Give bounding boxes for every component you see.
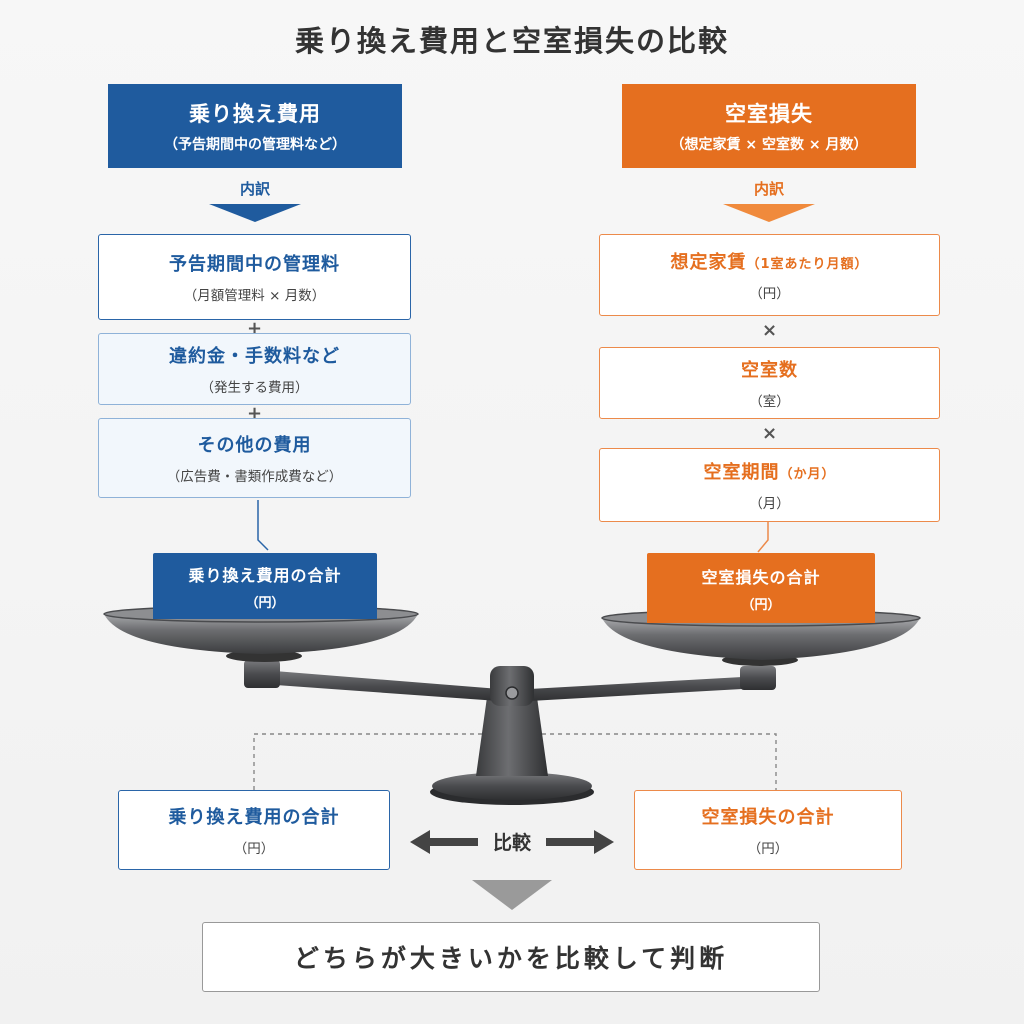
right-header-box: 空室損失 （想定家賃 × 空室数 × 月数）: [622, 84, 916, 168]
right-pan: [602, 618, 920, 660]
left-item-1-detail: （月額管理料 × 月数）: [183, 288, 326, 304]
right-item-2-unit: （室）: [749, 394, 790, 410]
left-pan: [104, 614, 418, 654]
right-down-arrow-icon: [723, 204, 815, 222]
right-item-box-3: 空室期間（か月） （月）: [599, 448, 940, 522]
arrow-right-icon: [546, 830, 614, 854]
right-times-operator-1: ×: [761, 320, 778, 341]
right-item-3-note: （か月）: [779, 467, 836, 482]
right-total-unit: （円）: [741, 597, 781, 613]
right-times-operator-2: ×: [761, 423, 778, 444]
scale-beam: [262, 670, 760, 702]
diagram-title: 乗り換え費用と空室損失の比較: [294, 24, 729, 58]
left-item-1-title: 予告期間中の管理料: [169, 254, 340, 275]
right-item-1-note: （1室あたり月額）: [746, 257, 869, 272]
compare-label: 比較: [492, 832, 531, 854]
left-item-box-3: その他の費用 （広告費・書類作成費など）: [98, 418, 411, 498]
left-item-2-detail: （発生する費用）: [200, 380, 309, 396]
right-breakdown-label: 内訳: [753, 180, 784, 198]
left-total-unit: （円）: [245, 595, 285, 611]
verdict-box: どちらが大きいかを比較して判断: [202, 922, 820, 992]
compare-left-box: 乗り換え費用の合計 （円）: [118, 790, 390, 870]
right-header-subtitle: （想定家賃 × 空室数 × 月数）: [670, 137, 868, 153]
left-header-box: 乗り換え費用 （予告期間中の管理料など）: [108, 84, 402, 168]
compare-right-box: 空室損失の合計 （円）: [634, 790, 902, 870]
left-item-3-title: その他の費用: [197, 435, 312, 456]
right-total-block: 空室損失の合計 （円）: [647, 553, 875, 623]
left-header-subtitle: （予告期間中の管理料など）: [164, 137, 346, 153]
scale-post: [476, 690, 548, 776]
right-item-box-2: 空室数 （室）: [599, 347, 940, 419]
left-item-3-detail: （広告費・書類作成費など）: [166, 469, 343, 485]
left-total-block: 乗り換え費用の合計 （円）: [153, 553, 377, 619]
left-connector-line: [257, 500, 269, 551]
compare-left-unit: （円）: [233, 841, 275, 857]
right-item-box-1: 想定家賃（1室あたり月額） （円）: [599, 234, 940, 316]
right-item-3-title-row: 空室期間（か月）: [703, 458, 835, 484]
down-arrow-icon: [472, 880, 552, 910]
left-item-2-title: 違約金・手数料など: [169, 346, 340, 367]
right-item-2-title: 空室数: [741, 360, 798, 381]
scale-base: [432, 772, 592, 800]
right-connector-line: [757, 522, 769, 553]
right-item-3-unit: （月）: [749, 496, 790, 512]
left-header-title: 乗り換え費用: [189, 102, 321, 126]
scale-pivot: [490, 666, 534, 706]
right-item-1-unit: （円）: [749, 286, 790, 302]
compare-right-title: 空室損失の合計: [701, 807, 835, 828]
right-total-title: 空室損失の合計: [701, 567, 821, 587]
left-item-box-2: 違約金・手数料など （発生する費用）: [98, 333, 411, 405]
compare-right-unit: （円）: [747, 841, 789, 857]
left-total-title: 乗り換え費用の合計: [188, 565, 342, 585]
left-item-box-1: 予告期間中の管理料 （月額管理料 × 月数）: [98, 234, 411, 320]
compare-left-title: 乗り換え費用の合計: [168, 807, 340, 828]
dashed-bracket: [253, 733, 777, 790]
right-hanger: [740, 666, 776, 690]
right-item-1-title: 想定家賃: [670, 252, 747, 273]
pivot-pin-icon: [505, 686, 519, 700]
right-header-title: 空室損失: [725, 102, 813, 126]
left-hanger: [244, 660, 280, 688]
right-item-1-title-row: 想定家賃（1室あたり月額）: [670, 248, 868, 274]
left-breakdown-label: 内訳: [239, 180, 270, 198]
left-down-arrow-icon: [209, 204, 301, 222]
right-item-3-title: 空室期間: [703, 462, 780, 483]
arrow-left-icon: [410, 830, 478, 854]
